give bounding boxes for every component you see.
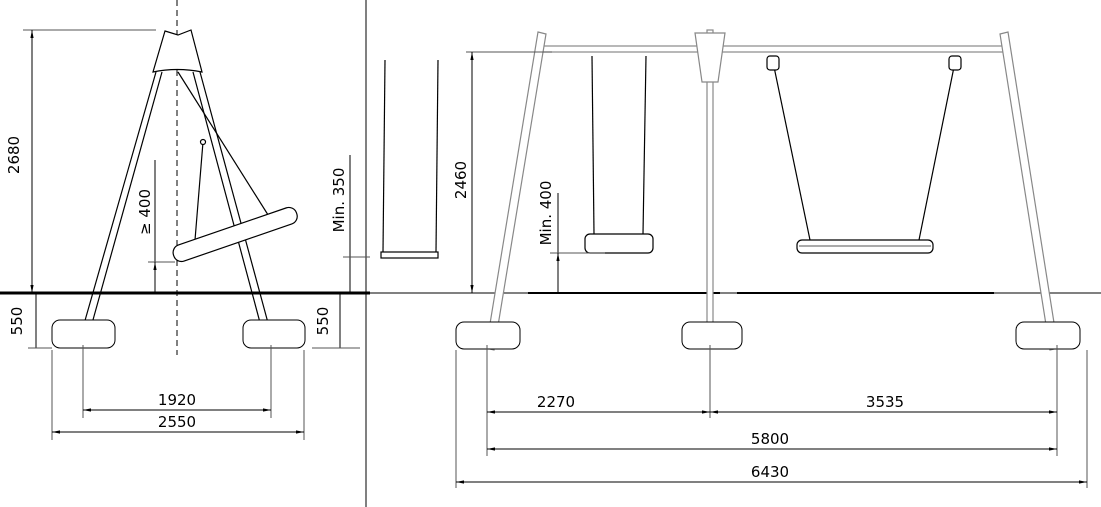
- dim-leg-spacing: 1920: [158, 391, 196, 409]
- dim-overall-length: 6430: [751, 463, 789, 481]
- side-swing: [172, 71, 298, 263]
- dim-bay-left: 2270: [537, 393, 575, 411]
- footing-front-left: [455, 321, 521, 350]
- footing-left: [51, 319, 116, 349]
- a-frame-legs: [77, 29, 275, 346]
- side-view: 2680 ≥ 400 Min. 350 550 550 1920 2550: [0, 0, 439, 440]
- dim-seat-clearance: ≥ 400: [136, 189, 154, 235]
- swing-seat: [172, 206, 298, 263]
- dim-height-total: 2680: [5, 136, 23, 174]
- flat-seat: [584, 233, 654, 254]
- dim-leg-span: 5800: [751, 430, 789, 448]
- front-view: 2460 Min. 400 2270 3535 5800 6430: [366, 29, 1101, 488]
- footing-front-center: [681, 321, 743, 350]
- dim-beam-height: 2460: [452, 161, 470, 199]
- dim-foundation-depth-left: 550: [8, 307, 26, 336]
- swing-frame: [485, 29, 1059, 351]
- swing-detail: [380, 59, 439, 259]
- dim-seat-clearance-min: Min. 350: [330, 168, 348, 233]
- footing-right: [242, 319, 306, 349]
- dim-foundation-spacing: 2550: [158, 413, 196, 431]
- basket-swing: [766, 55, 962, 254]
- dim-seat-clearance-front: Min. 400: [537, 181, 555, 246]
- footing-front-right: [1015, 321, 1081, 350]
- dim-foundation-depth-right: 550: [314, 307, 332, 336]
- flat-seat-swing: [584, 55, 654, 254]
- dim-bay-right: 3535: [866, 393, 904, 411]
